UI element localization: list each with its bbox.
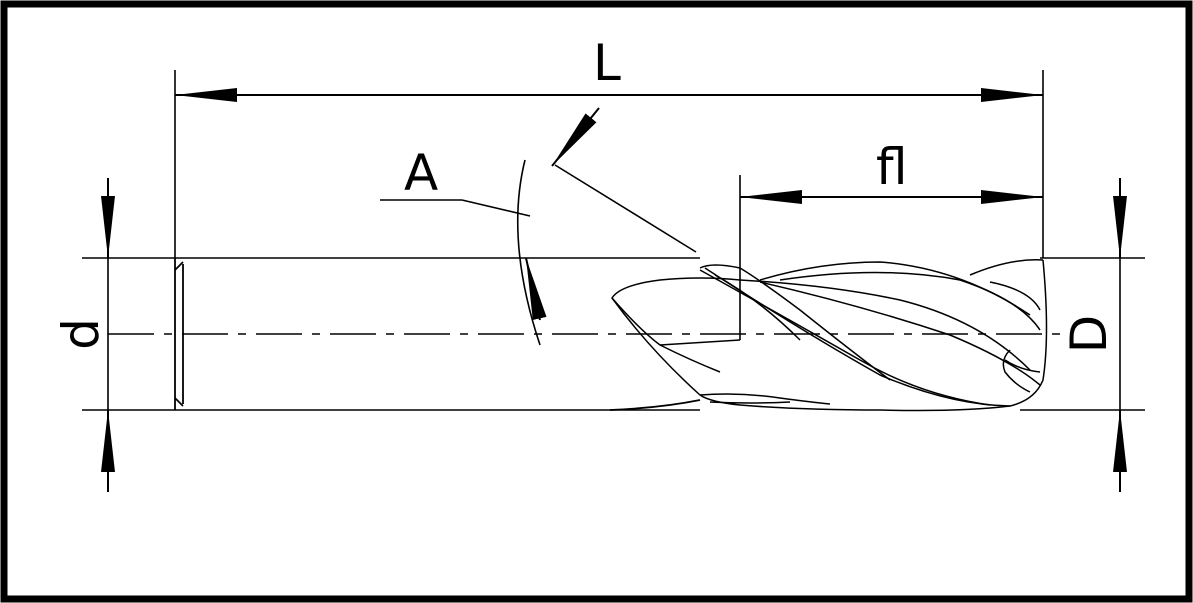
flute-length-dimension <box>739 175 1043 340</box>
flute-length-label: fl <box>876 138 908 196</box>
cutter-diameter-dimension <box>1020 178 1145 492</box>
helix-angle-dimension <box>380 107 697 346</box>
cutter-diameter-label: D <box>1060 315 1118 354</box>
shank-diameter-dimension <box>82 178 700 492</box>
overall-length-label: L <box>593 34 621 92</box>
cutting-flutes <box>611 259 1048 412</box>
overall-length-dimension <box>174 70 1044 258</box>
shank-body <box>174 258 701 411</box>
shank-diameter-label: d <box>52 318 110 350</box>
helix-angle-label: A <box>404 144 438 202</box>
